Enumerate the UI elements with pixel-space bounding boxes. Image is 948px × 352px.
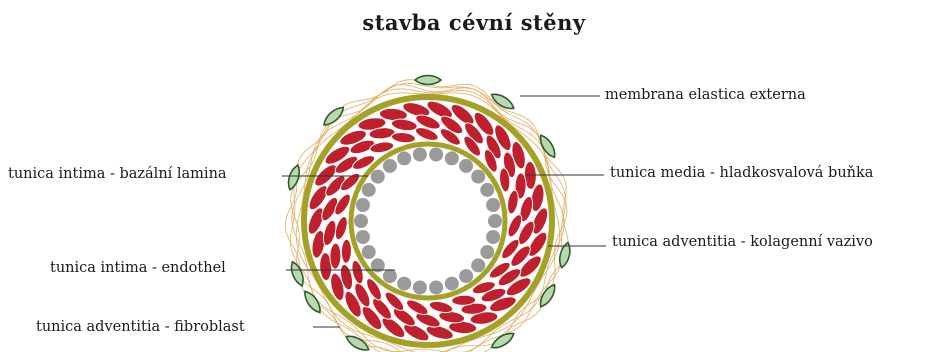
endothelial-cell: [383, 269, 397, 283]
fibroblast-cell: [344, 333, 371, 352]
endothelial-cell: [356, 230, 370, 244]
endothelial-cell: [480, 183, 494, 197]
endothelial-cell: [397, 277, 411, 291]
smooth-muscle-cell: [428, 299, 454, 314]
smooth-muscle-cell: [330, 243, 342, 269]
endothelial-cell: [445, 151, 459, 165]
fibroblast-cell: [537, 133, 558, 160]
smooth-muscle-cell: [506, 189, 520, 214]
endothelial-cell: [471, 170, 485, 184]
endothelial-cell: [486, 198, 500, 212]
endothelial-cell: [486, 230, 500, 244]
smooth-muscle-cell: [341, 239, 352, 263]
smooth-muscle-cell: [391, 131, 416, 143]
smooth-muscle-cell: [391, 118, 418, 133]
endothelial-cell: [362, 245, 376, 259]
endothelial-cell: [429, 148, 443, 162]
endothelial-cell: [383, 159, 397, 173]
endothelial-cell: [488, 214, 502, 228]
endothelial-cells: [354, 148, 502, 295]
endothelial-cell: [413, 148, 427, 162]
endothelial-cell: [459, 159, 473, 173]
endothelial-cell: [429, 281, 443, 295]
endothelial-cell: [356, 198, 370, 212]
endothelial-cell: [354, 214, 368, 228]
fibroblast-cell: [288, 260, 306, 287]
fibroblast-cell: [537, 282, 558, 309]
endothelial-cell: [471, 258, 485, 272]
endothelial-cell: [480, 245, 494, 259]
endothelial-cell: [397, 151, 411, 165]
endothelial-cell: [459, 269, 473, 283]
bazalni-lamina-ring: [351, 144, 505, 298]
endothelial-cell: [413, 281, 427, 295]
endothelial-cell: [445, 277, 459, 291]
endothelial-cell: [371, 170, 385, 184]
fibroblast-cell: [415, 76, 441, 85]
endothelial-cell: [362, 183, 376, 197]
